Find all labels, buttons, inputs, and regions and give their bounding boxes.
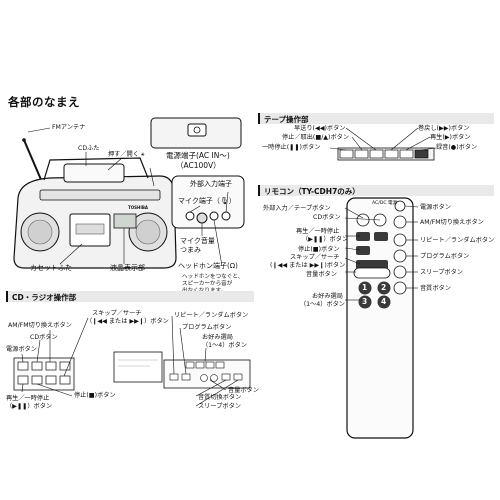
cd-repeat-label: リピート／ランダムボタン — [174, 312, 249, 319]
cd-preset-2 — [195, 361, 205, 369]
cd-volume-minus — [200, 374, 208, 382]
tape-rew-btn — [369, 149, 384, 159]
cd-cd-btn — [31, 361, 43, 371]
cd-amfm-label: AM/FM切り換えボタン — [8, 322, 72, 329]
brand-logo: TOSHIBA — [128, 205, 148, 210]
cd-power-btn — [17, 361, 29, 371]
cd-program-btn — [181, 373, 191, 381]
mic-icon: 🎙 — [219, 197, 229, 205]
remote-amfm-label: AM/FM切り換えボタン — [420, 219, 484, 226]
tape-stop-label: 停止／取出(■/▲)ボタン — [282, 134, 350, 141]
remote-ext-tape-label: 外部入力／テープボタン — [263, 205, 331, 212]
remote-cd-label: CDボタン — [313, 214, 341, 221]
tape-ff-btn — [384, 149, 399, 159]
fm-antenna-label: FMアンテナ — [52, 124, 86, 131]
fm-antenna-rod — [23, 139, 43, 183]
cd-cd-label: CDボタン — [30, 334, 58, 341]
cd-play-label-1: 再生／一時停止 — [6, 395, 50, 402]
remote-skip-label-1: スキップ／サーチ — [290, 254, 340, 261]
tape-rec-label: 録音(●)ボタン — [436, 144, 478, 151]
headphone-note-1: ヘッドホンをつなぐと、 — [182, 274, 244, 280]
boombox-handle — [43, 157, 149, 181]
cd-play-label-2: （▶❚❚）ボタン — [6, 403, 53, 410]
cd-preset-4 — [215, 361, 225, 369]
cd-fav-label-2: （1〜4）ボタン — [202, 342, 247, 349]
cd-skip-back-btn — [45, 375, 57, 385]
remote-btn-2 — [377, 281, 391, 295]
remote-btn-1 — [358, 281, 372, 295]
remote-btn-4-label[interactable]: 4 — [381, 297, 387, 306]
cd-preset-3 — [205, 361, 215, 369]
cd-repeat-btn — [169, 373, 179, 381]
cd-amfm-btn — [45, 361, 57, 371]
remote-power-label: 電源ボタン — [420, 204, 451, 211]
remote-fav-label-1: お好み選局 — [312, 293, 343, 300]
cd-preset-1 — [185, 361, 195, 369]
headphone-icon: Ω — [229, 262, 236, 270]
cd-volume-plus — [210, 374, 218, 382]
remote-btn-3 — [358, 295, 372, 309]
remote-fav-label-2: （1〜4）ボタン — [300, 301, 345, 308]
remote-repeat-label: リピート／ランダムボタン — [420, 237, 495, 244]
remote-play-label-1: 再生／一時停止 — [296, 228, 340, 235]
cd-sound-label: 音質切換ボタン — [198, 394, 242, 401]
top-panel — [39, 189, 161, 201]
cd-sleep-label: スリープボタン — [198, 403, 241, 410]
remote-stop-label: 停止(■)ボタン — [298, 246, 340, 253]
cd-power-label: 電源ボタン — [6, 346, 37, 353]
page-title: 各部のなまえ — [8, 95, 80, 109]
display-label: 液晶表示部 — [110, 264, 145, 272]
cassette-lid-label: カセットふた — [30, 264, 72, 272]
headphone-jack-label: ヘッドホン端子(Ω) — [178, 262, 238, 270]
cd-stop-btn — [31, 375, 43, 385]
remote-btn-4 — [377, 295, 391, 309]
power-jack-label-1: 電源端子(AC IN〜) — [166, 151, 230, 160]
cd-sound-btn — [221, 373, 231, 381]
remote-volume-label: 音量ボタン — [306, 271, 337, 278]
display-panel — [113, 213, 137, 229]
cd-volume-label: 音量ボタン — [228, 387, 259, 394]
tape-stop-btn — [354, 149, 369, 159]
cd-fav-label-1: お好み選局 — [202, 334, 233, 341]
cd-lid-shape — [63, 163, 125, 183]
fm-antenna-tip — [22, 138, 26, 142]
push-open-label: 押す／開く ⚹ — [108, 151, 145, 158]
remote-btn-1-label[interactable]: 1 — [362, 283, 368, 292]
tape-ff-label: 巻戻し(▶▶)ボタン — [418, 125, 470, 132]
remote-btn-2-label[interactable]: 2 — [381, 283, 387, 292]
cd-lid-label: CDふた — [78, 145, 100, 152]
mic-volume-label-2: つまみ — [180, 246, 201, 254]
tape-play-label: 再生(▶)ボタン — [430, 134, 471, 141]
remote-sound-label: 音質ボタン — [420, 285, 451, 292]
power-jack-label-2: （AC100V） — [176, 161, 221, 170]
remote-skip-label-2: (❙◀◀ または ▶▶❙)ボタン — [270, 262, 346, 269]
cd-sleep-btn — [233, 373, 243, 381]
tape-section-header: テープ操作部 — [258, 113, 494, 124]
cd-stop-label: 停止(■)ボタン — [74, 392, 116, 399]
cd-program-label: プログラムボタン — [182, 324, 232, 331]
cd-skip-label-2: （❙◀◀ または ▶▶❙）ボタン — [86, 318, 169, 325]
cd-skip-fwd-btn — [59, 375, 71, 385]
mic-volume-label-1: マイク音量 — [180, 237, 215, 245]
mic-jack-label: マイク端子（🎙） — [178, 197, 236, 205]
remote-program-label: プログラムボタン — [420, 253, 470, 260]
headphone-note-2: スピーカーから音が — [182, 281, 233, 287]
tape-rew-label: 早送り(◀◀)ボタン — [294, 125, 346, 132]
tape-pause-btn — [339, 149, 354, 159]
cd-skip-label-1: スキップ／サーチ — [92, 310, 142, 317]
external-input-label: 外部入力端子 — [190, 180, 232, 188]
tape-pause-label: 一時停止(❚❚)ボタン — [262, 144, 321, 151]
remote-btn-3-label[interactable]: 3 — [362, 297, 368, 306]
cd-radio-section-header: CD・ラジオ操作部 — [6, 291, 254, 302]
remote-play-label-2: （▶❚❚）ボタン — [302, 236, 349, 243]
remote-sleep-label: スリープボタン — [420, 269, 463, 276]
remote-section-header: リモコン（TY-CDH7のみ） — [258, 185, 494, 196]
cd-play-btn — [17, 375, 29, 385]
remote-header-label: AC/DC 電源 — [372, 201, 398, 206]
cd-display — [113, 351, 163, 383]
